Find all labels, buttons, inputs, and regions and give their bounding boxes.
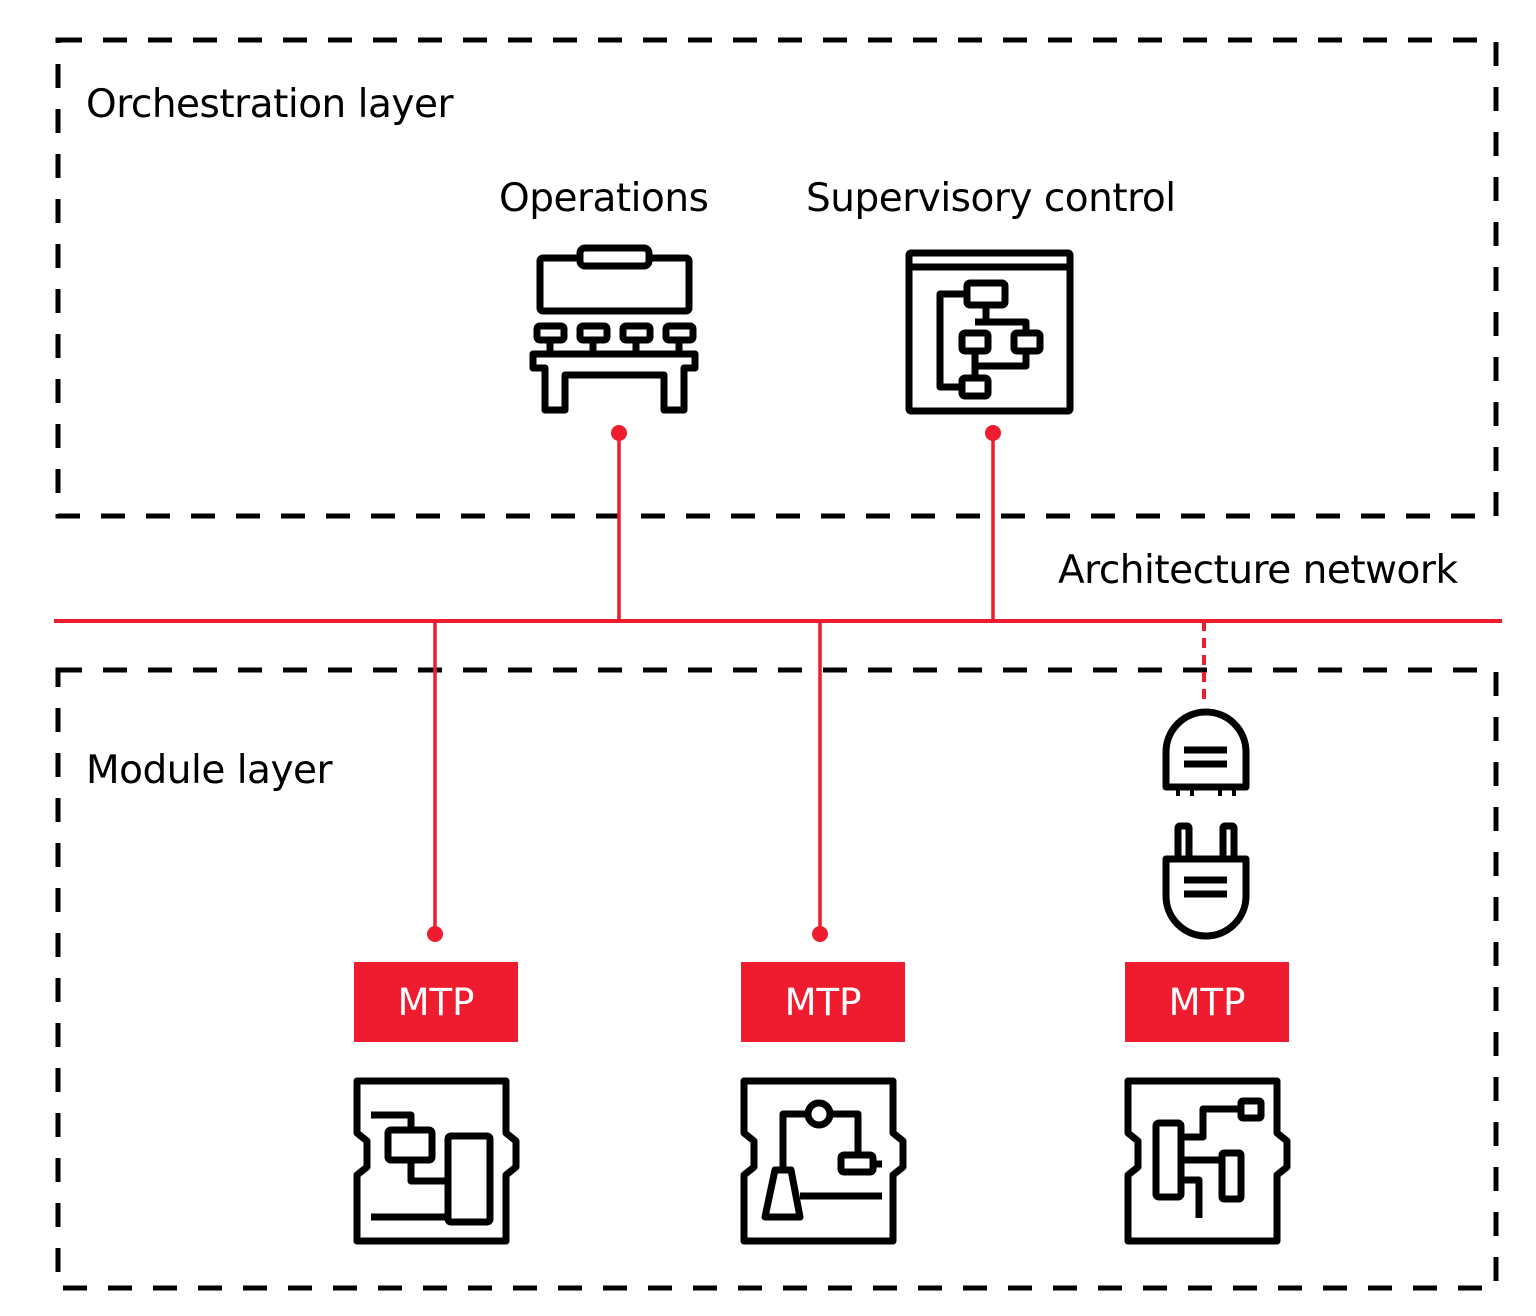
mtp-badge-1: MTP [354, 962, 518, 1042]
module-2-connector-dot [812, 926, 828, 942]
architecture-network-label: Architecture network [1058, 548, 1458, 593]
mtp-badge-3: MTP [1125, 962, 1289, 1042]
process-module-pump-icon [740, 1077, 907, 1245]
supervisory-control-label: Supervisory control [806, 176, 1176, 221]
flowchart-window-icon [905, 249, 1074, 415]
orchestration-layer-label: Orchestration layer [86, 82, 454, 127]
process-module-tank-icon [353, 1077, 520, 1245]
mtp-badge-2: MTP [741, 962, 905, 1042]
process-module-column-icon [1124, 1077, 1291, 1245]
orchestration-layer-box [55, 37, 1499, 519]
plug-socket-icon [1162, 708, 1250, 940]
module-layer-box [55, 667, 1499, 1291]
operations-label: Operations [499, 176, 709, 221]
module-layer-label: Module layer [86, 748, 333, 793]
supervisory-connector-dot [985, 425, 1001, 441]
operations-connector-dot [611, 425, 627, 441]
control-room-desk-icon [529, 244, 699, 414]
module-1-connector-dot [427, 926, 443, 942]
